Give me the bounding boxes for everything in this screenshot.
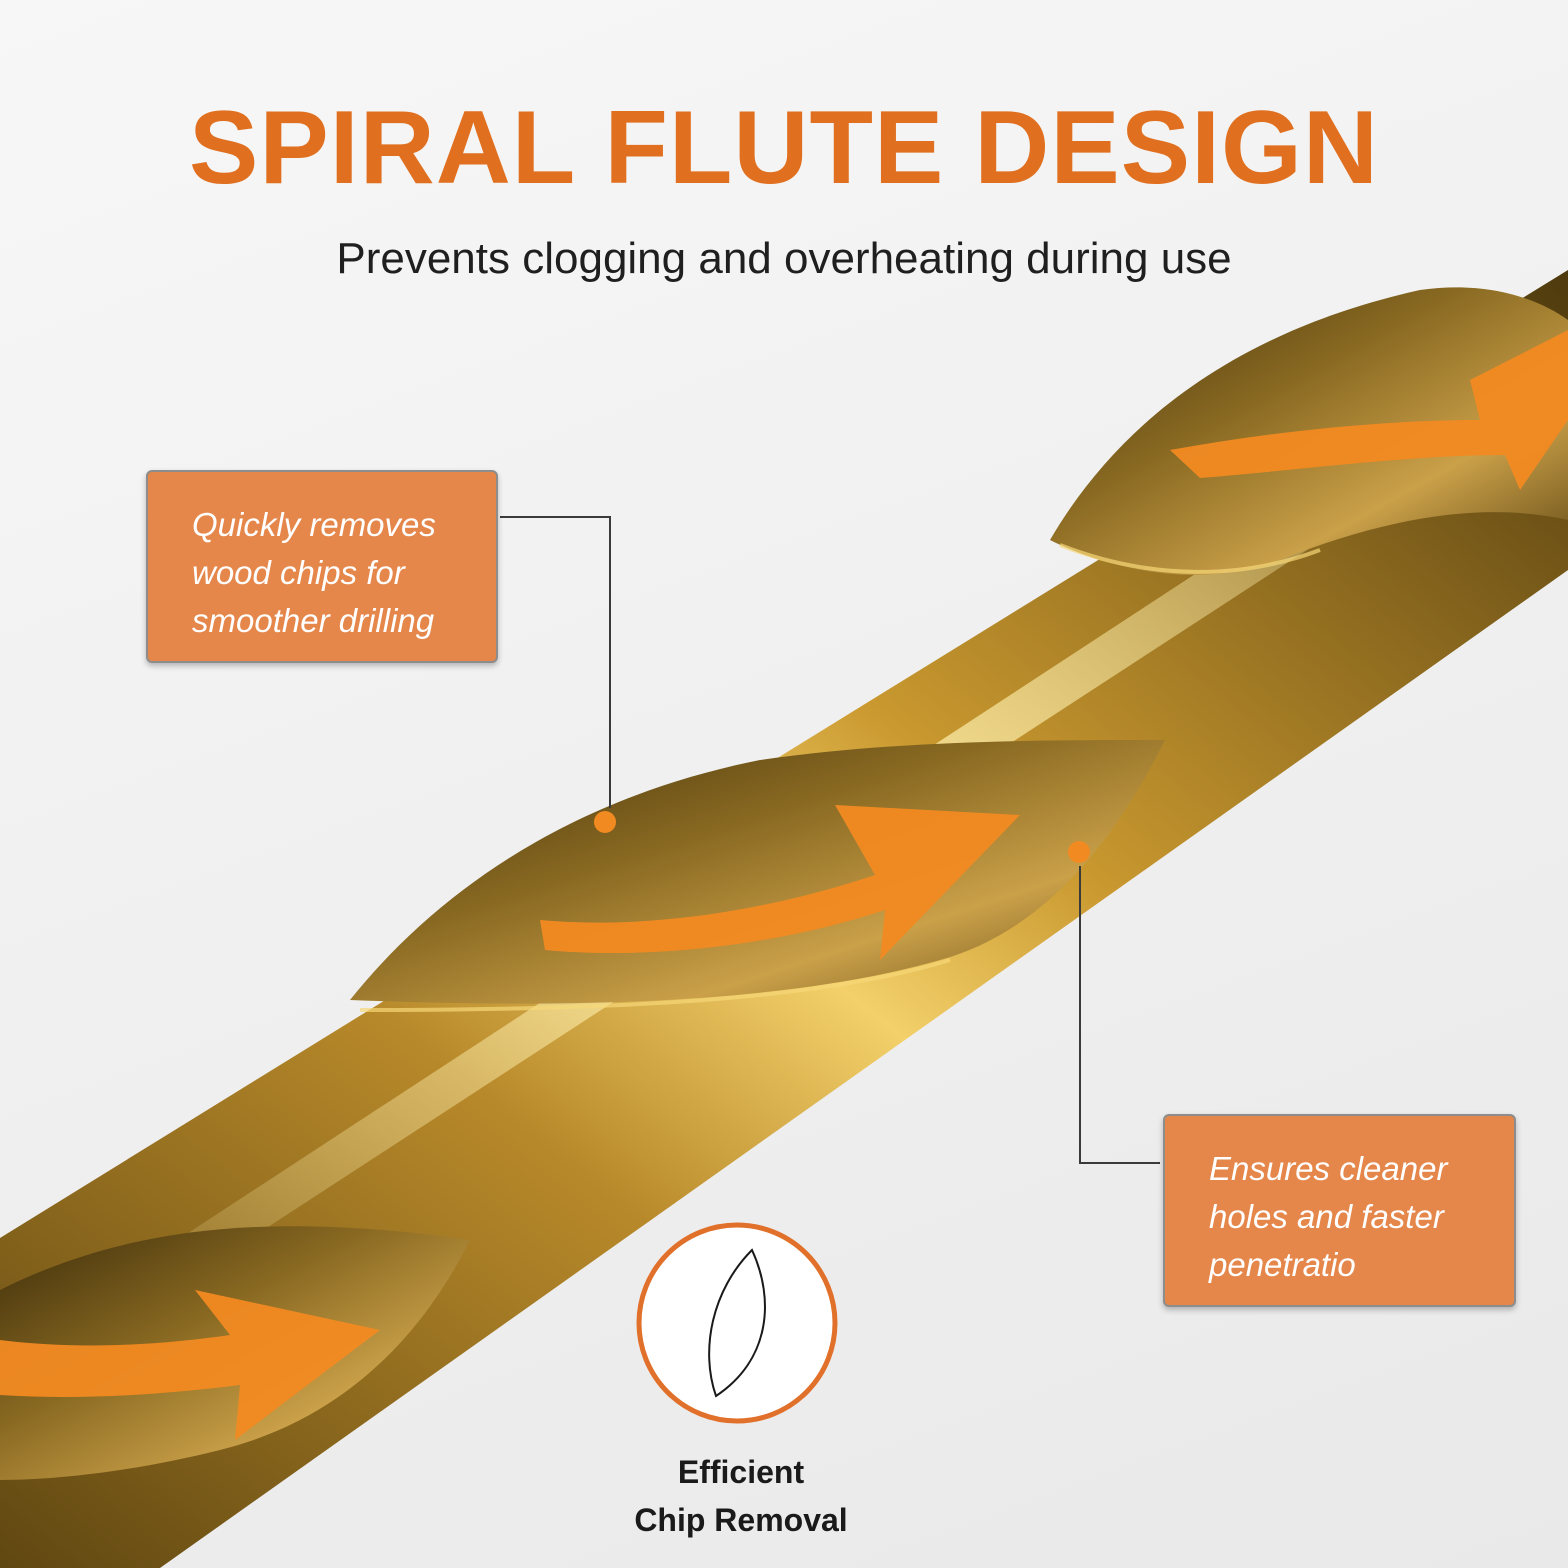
- flute-edge-2: [1059, 543, 1321, 574]
- feature-label-line: Efficient: [677, 1454, 805, 1490]
- flow-arrows: [0, 330, 1568, 1440]
- flute-edge-1: [359, 958, 951, 1012]
- flow-arrow-lower: [0, 1290, 380, 1440]
- callout-line: penetratio: [1209, 1246, 1356, 1283]
- leader-dot-right: [1068, 841, 1090, 863]
- callout-line: holes and faster: [1209, 1198, 1444, 1235]
- feature-icon-ring: [636, 1222, 838, 1424]
- flow-arrow-upper: [1170, 330, 1568, 490]
- callout-chip-removal: Quickly removes wood chips for smoother …: [146, 470, 498, 663]
- callout-line: Quickly removes: [192, 506, 436, 543]
- feature-label: Efficient Chip Removal: [600, 1448, 882, 1544]
- leader-dot-left: [594, 811, 616, 833]
- callout-line: wood chips for: [192, 554, 405, 591]
- feature-label-line: Chip Removal: [634, 1502, 848, 1538]
- page-title: SPIRAL FLUTE DESIGN: [188, 90, 1380, 206]
- leader-line-right: [1079, 866, 1160, 1164]
- flute-middle: [350, 740, 1165, 1004]
- flow-arrow-middle: [540, 805, 1020, 960]
- callout-line: smoother drilling: [192, 602, 435, 639]
- page-subtitle: Prevents clogging and overheating during…: [336, 234, 1232, 283]
- callout-cleaner-holes: Ensures cleaner holes and faster penetra…: [1163, 1114, 1516, 1307]
- leader-line-left: [500, 516, 611, 808]
- chip-icon: [708, 1248, 766, 1398]
- callout-line: Ensures cleaner: [1209, 1150, 1448, 1187]
